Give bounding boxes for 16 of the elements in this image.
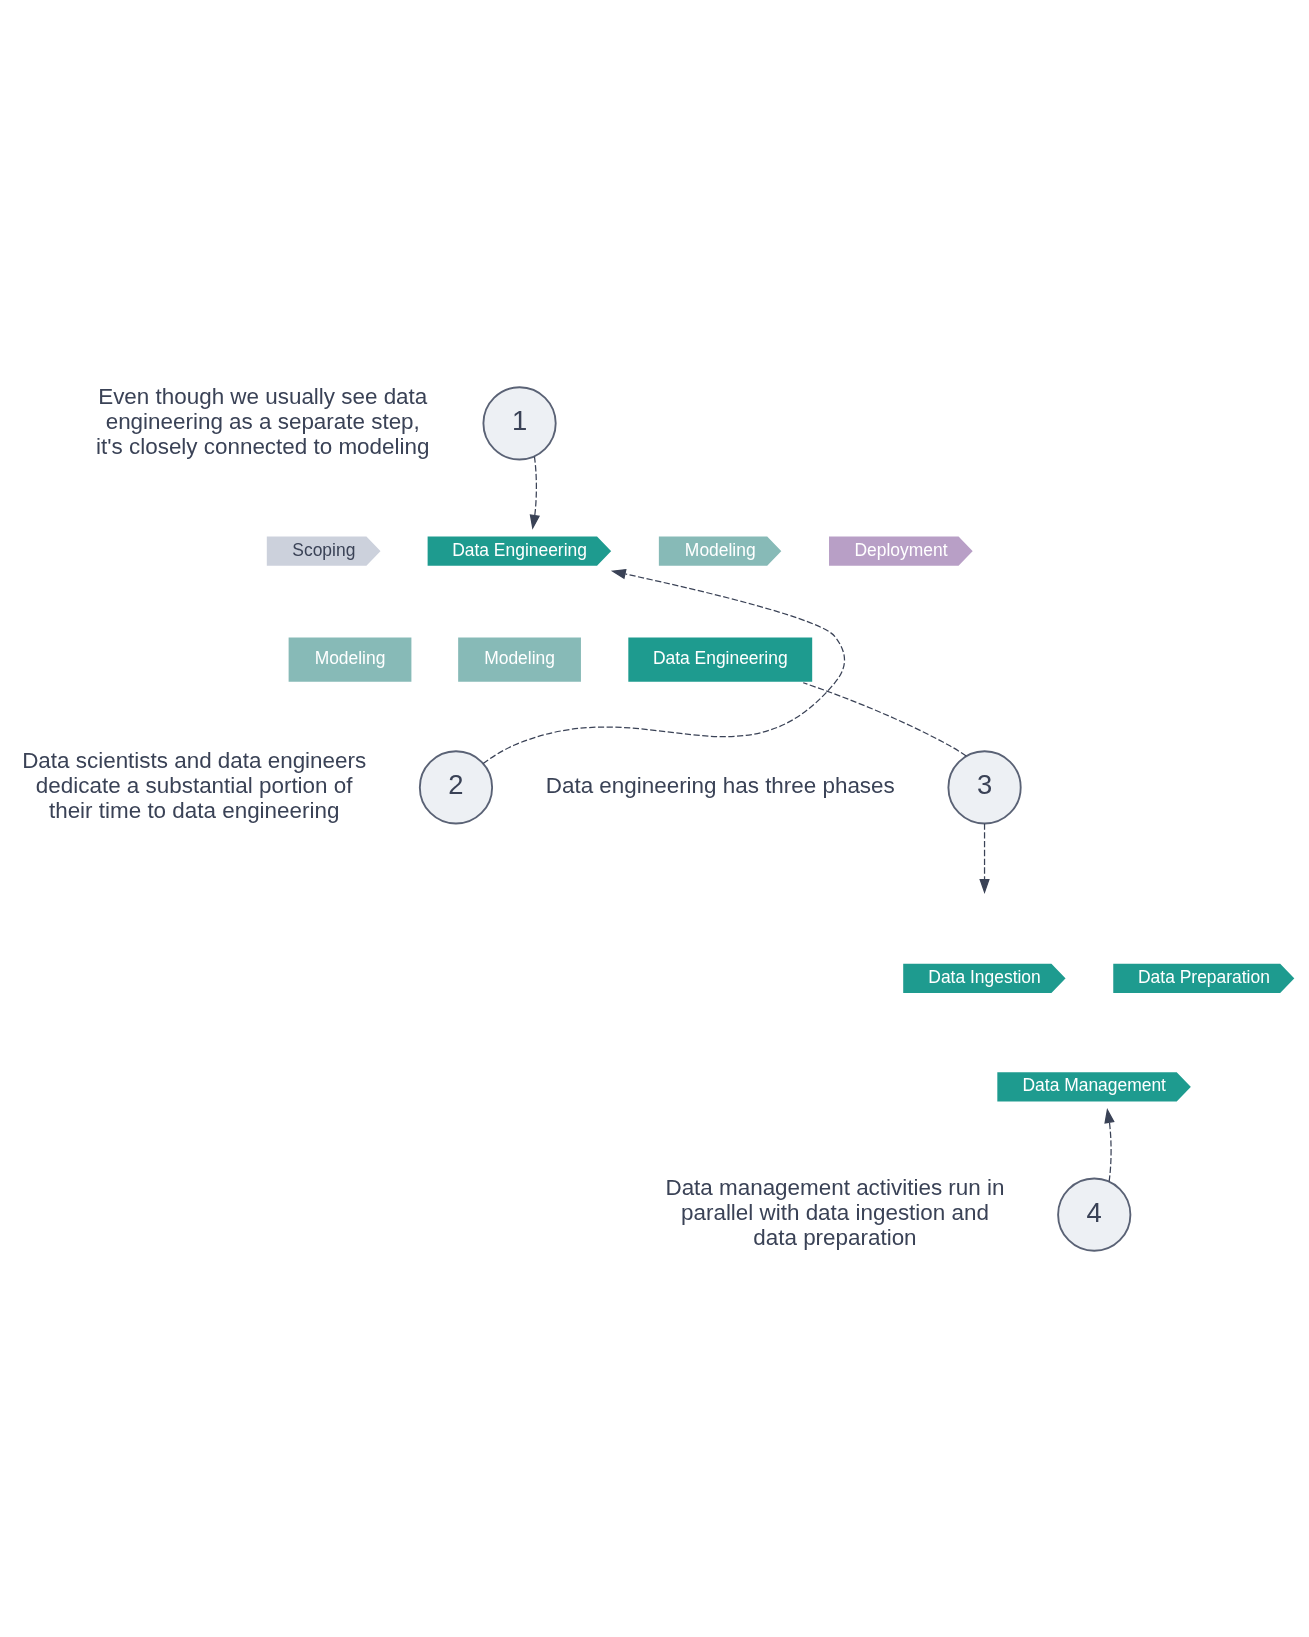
node-label: Data engineering has three phases: [545, 772, 895, 798]
node-label: Data management activities run in parallel with data ingestion and data preparation: [665, 1174, 1005, 1250]
node-circle: 1: [482, 385, 557, 460]
node-label: Data scientists and data engineers dedicate a substantial portion of their time to data engineering: [22, 747, 367, 823]
connector: [802, 681, 967, 757]
node-circle: 2: [418, 749, 494, 824]
node-box: Modeling: [286, 635, 414, 684]
node-label: Even though we usually see data engineering as a separate step, it's closely connected to modeling: [96, 383, 430, 459]
arrow: [529, 455, 541, 530]
arrow: [979, 822, 990, 894]
node-box: Data Engineering: [626, 635, 815, 684]
node-box: Modeling: [456, 635, 583, 684]
node-circle: 3: [947, 749, 1022, 824]
arrow: [482, 568, 846, 764]
arrow: [1104, 1107, 1115, 1182]
node-circle: 4: [1057, 1177, 1132, 1252]
